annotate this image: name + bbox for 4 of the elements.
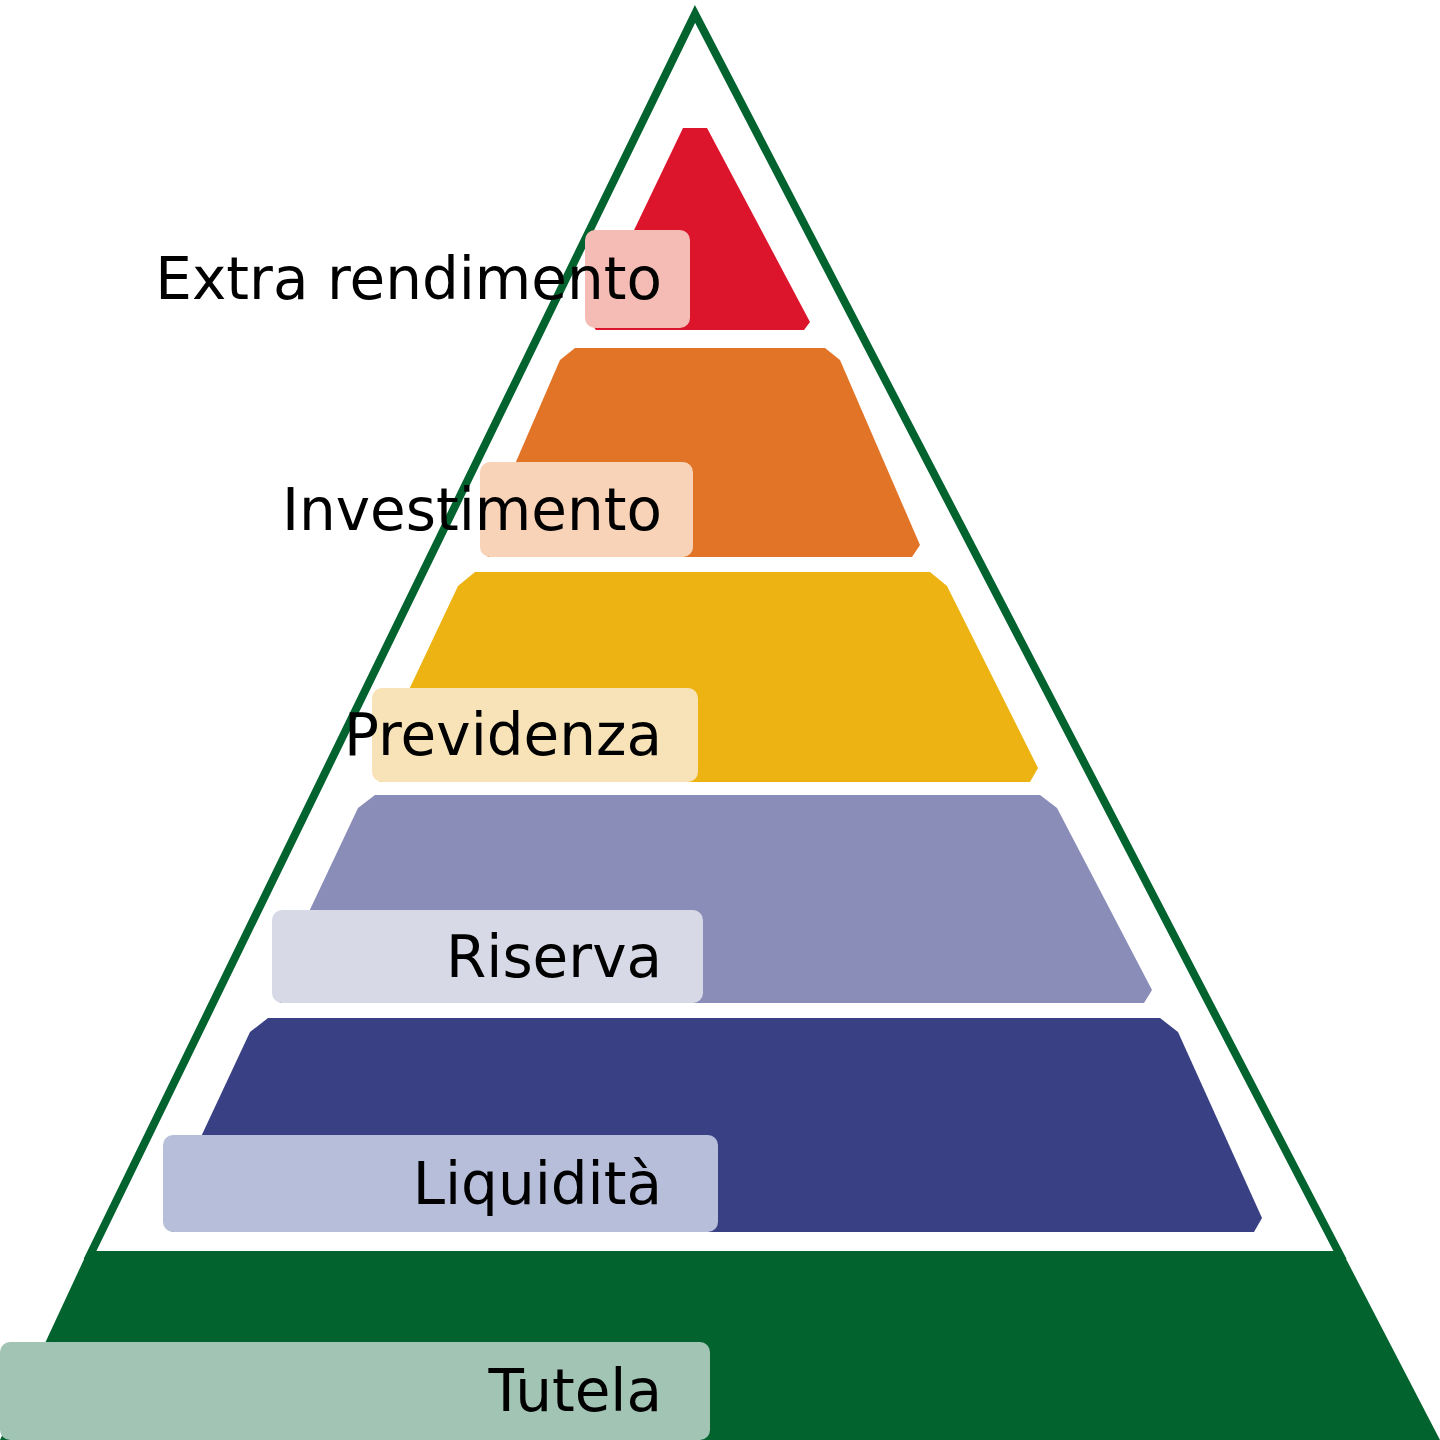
tier-label: Tutela xyxy=(488,1358,662,1424)
tier-label: Liquidità xyxy=(412,1150,662,1217)
tier-label: Riserva xyxy=(445,923,662,990)
tier-label: Previdenza xyxy=(344,702,662,768)
